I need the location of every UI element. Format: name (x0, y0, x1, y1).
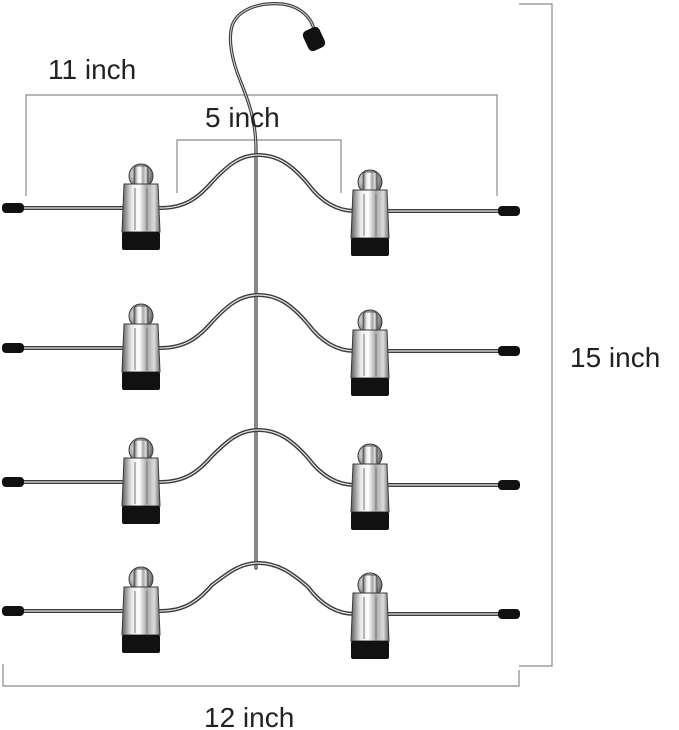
hanger-bar-wire (10, 560, 507, 616)
clip-rubber-tip (122, 372, 160, 390)
clip-left (121, 566, 161, 653)
clip-rubber-tip (351, 512, 389, 530)
hook-and-rod (228, 2, 326, 570)
hanger-bar-wire (10, 292, 507, 353)
clip-rubber-tip (351, 641, 389, 659)
dimension-bracket-bottom-width (2, 664, 520, 687)
bar-end-cap-left (2, 343, 24, 353)
clip-body (121, 457, 161, 507)
hanger-tier (2, 560, 520, 659)
clip-body (350, 189, 390, 239)
clip-rubber-tip (122, 635, 160, 653)
dimension-lines (2, 3, 553, 687)
label-top-span: 11 inch (48, 54, 137, 85)
dimension-bracket-inner-span (176, 139, 342, 193)
bar-end-cap-left (2, 203, 24, 213)
bar-end-cap-right (498, 346, 520, 356)
label-total-height: 15 inch (570, 342, 661, 373)
hanger-bar-wire (10, 427, 507, 487)
hanger-tier (2, 152, 520, 256)
hanger-tiers (2, 152, 520, 659)
hook-tip-cap (302, 26, 326, 52)
clip-right (350, 443, 390, 530)
clip-body (350, 329, 390, 379)
clip-rubber-tip (122, 232, 160, 250)
clip-body (121, 586, 161, 636)
clip-left (121, 437, 161, 524)
label-bottom-width: 12 inch (204, 702, 295, 730)
dimension-bracket-total-height (519, 3, 553, 667)
hanger-bar-wire (10, 152, 507, 213)
clip-body (121, 323, 161, 373)
bar-end-cap-left (2, 606, 24, 616)
clip-body (121, 183, 161, 233)
clip-rubber-tip (122, 506, 160, 524)
label-inner-span: 5 inch (205, 102, 280, 133)
clip-rubber-tip (351, 238, 389, 256)
clip-body (350, 592, 390, 642)
clip-rubber-tip (351, 378, 389, 396)
bar-end-cap-right (498, 206, 520, 216)
clip-right (350, 309, 390, 396)
hanger-tier (2, 292, 520, 396)
clip-left (121, 163, 161, 250)
clip-right (350, 572, 390, 659)
clip-right (350, 169, 390, 256)
dimension-bracket-top-span (25, 94, 498, 196)
clip-left (121, 303, 161, 390)
bar-end-cap-right (498, 480, 520, 490)
clip-body (350, 463, 390, 513)
hanger-tier (2, 427, 520, 530)
bar-end-cap-right (498, 609, 520, 619)
bar-end-cap-left (2, 477, 24, 487)
